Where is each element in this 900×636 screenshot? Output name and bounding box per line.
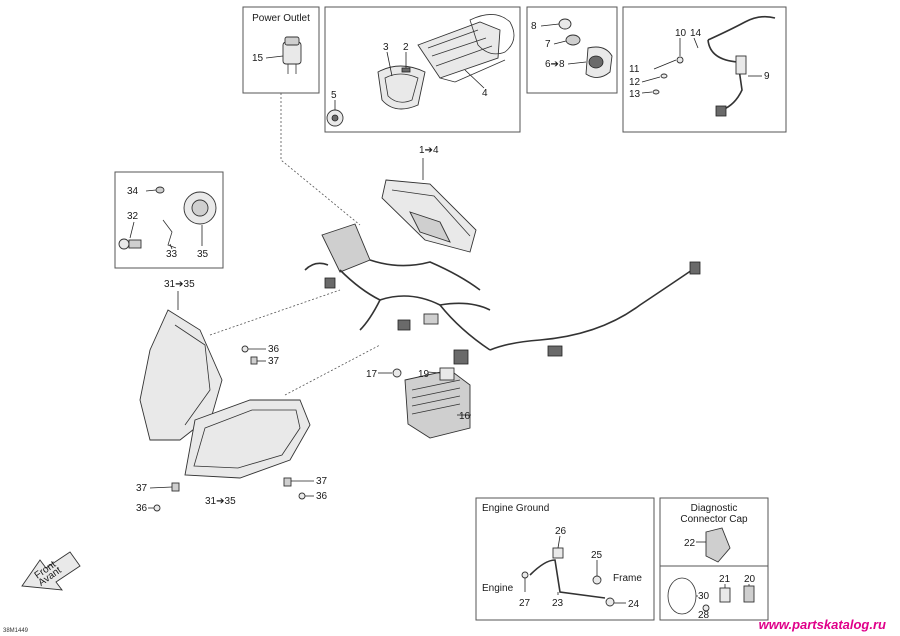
- callout-4: 4: [482, 88, 488, 99]
- callout-33: 33: [166, 249, 178, 260]
- callout-26: 26: [555, 526, 567, 537]
- cluster-assembly: 1➔4: [381, 145, 477, 253]
- callout-34: 34: [127, 186, 139, 197]
- dashed-leaders: [209, 93, 381, 396]
- callout-25: 25: [591, 550, 603, 561]
- wiring-harness: [304, 223, 701, 365]
- sensor-box: 10 14 11 12 13 9: [622, 6, 787, 133]
- callout-32: 32: [127, 211, 139, 222]
- callout-37-left: 37: [136, 483, 148, 494]
- callout-28: 28: [698, 610, 710, 621]
- callout-7: 7: [545, 39, 551, 50]
- callout-12: 12: [629, 77, 641, 88]
- callout-16: 16: [459, 411, 471, 422]
- callout-1-4: 1➔4: [419, 145, 439, 156]
- callout-22: 22: [684, 538, 696, 549]
- callout-36-left: 36: [136, 503, 148, 514]
- callout-24: 24: [628, 599, 640, 610]
- callout-23: 23: [552, 598, 564, 609]
- callout-6-8: 6➔8: [545, 59, 565, 70]
- cluster-box: 3 2 4 5: [324, 6, 521, 133]
- bulb-box: 34 32 33 35: [114, 171, 224, 269]
- callout-8: 8: [531, 21, 537, 32]
- callout-13: 13: [629, 89, 641, 100]
- callout-11: 11: [629, 64, 640, 75]
- callout-19: 19: [418, 369, 430, 380]
- voltage-regulator: 16 17 19: [366, 367, 471, 439]
- callout-27: 27: [519, 598, 531, 609]
- callout-15: 15: [252, 53, 264, 64]
- callout-30: 30: [698, 591, 710, 602]
- callout-31-35-lower: 31➔35: [205, 496, 236, 507]
- callout-9: 9: [764, 71, 770, 82]
- switch-box: 8 7 6➔8: [526, 6, 618, 94]
- callout-37-right: 37: [316, 476, 328, 487]
- front-arrow-icon: Front Avant: [21, 551, 81, 591]
- power-outlet-title: Power Outlet: [252, 13, 310, 24]
- drawing-code: 38M1449: [3, 628, 29, 634]
- callout-21: 21: [719, 574, 731, 585]
- watermark-link[interactable]: www.partskatalog.ru: [758, 617, 886, 632]
- frame-label: Frame: [613, 573, 642, 584]
- engine-ground-box: Engine Ground 26 25 27 23 24 Engine Fram…: [475, 497, 655, 621]
- callout-31-35-upper: 31➔35: [164, 279, 195, 290]
- headlamp-fasteners: 36 37 37 36 37 36: [136, 344, 328, 514]
- callout-5: 5: [331, 90, 337, 101]
- callout-35: 35: [197, 249, 209, 260]
- callout-37-upper: 37: [268, 356, 280, 367]
- callout-36-right: 36: [316, 491, 328, 502]
- power-outlet-box: Power Outlet 15: [242, 6, 320, 94]
- headlamp-lower: 31➔35: [184, 399, 311, 507]
- callout-3: 3: [383, 42, 389, 53]
- callout-17: 17: [366, 369, 378, 380]
- callout-20: 20: [744, 574, 756, 585]
- diagnostic-title-line1: Diagnostic: [691, 503, 738, 514]
- engine-label: Engine: [482, 583, 514, 594]
- headlamp-upper: 31➔35: [139, 279, 223, 441]
- callout-36-upper: 36: [268, 344, 280, 355]
- callout-10: 10: [675, 28, 687, 39]
- power-outlet-part: [282, 36, 302, 74]
- callout-14: 14: [690, 28, 702, 39]
- engine-ground-title: Engine Ground: [482, 503, 549, 514]
- diagnostic-cap-box: Diagnostic Connector Cap 22 30 21 20 28: [659, 497, 769, 621]
- callout-2: 2: [403, 42, 409, 53]
- diagnostic-title-line2: Connector Cap: [680, 514, 748, 525]
